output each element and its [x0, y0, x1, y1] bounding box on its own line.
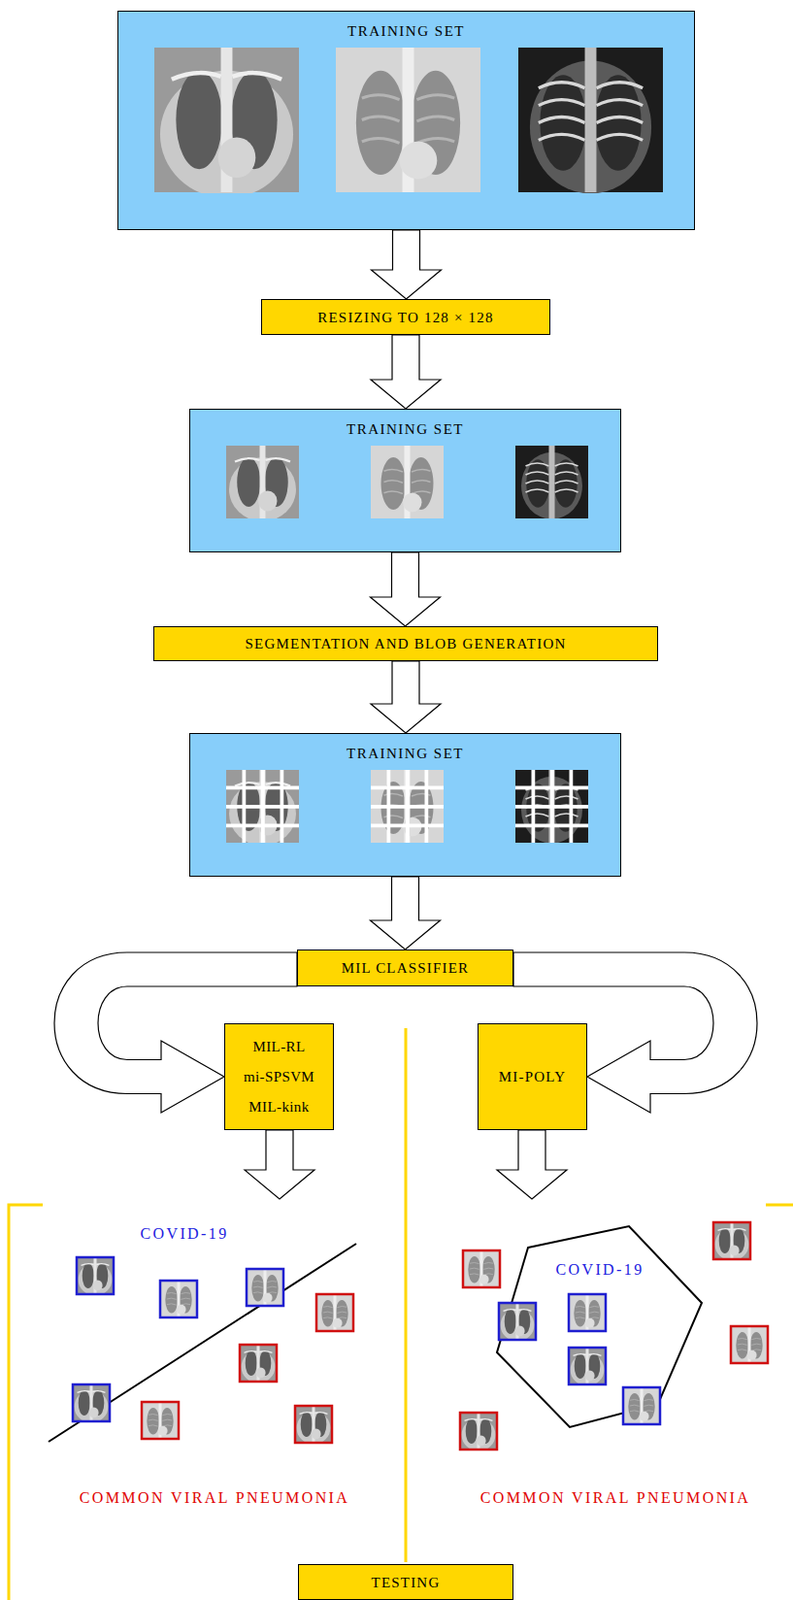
bracket-line	[8, 1204, 43, 1600]
class-label: COVID-19	[139, 1223, 229, 1244]
xray-images	[118, 11, 696, 232]
block-arrow	[370, 334, 441, 409]
node-text: TESTING	[371, 1573, 441, 1591]
node-text: MIL CLASSIFIER	[341, 958, 470, 977]
node-text: RESIZING TO 128 × 128	[317, 308, 494, 327]
output-arrow	[496, 1129, 567, 1199]
node-text: TRAINING SET	[346, 420, 464, 438]
node-text: SEGMENTATION AND BLOB GENERATION	[245, 634, 567, 653]
dataset-panel: TRAINING SET	[117, 10, 695, 231]
process-box: MIL CLASSIFIER	[297, 949, 514, 987]
block-arrow	[370, 660, 441, 733]
dataset-panel: TRAINING SET	[189, 408, 622, 553]
covid-thumbnail	[72, 1256, 284, 1423]
output-arrow	[244, 1129, 315, 1199]
node-text: MI-POLY	[498, 1067, 566, 1086]
process-box: SEGMENTATION AND BLOB GENERATION	[153, 626, 659, 661]
covid-thumbnail	[498, 1293, 661, 1424]
class-label: COMMON VIRAL PNEUMONIA	[79, 1487, 351, 1508]
process-box: TESTING	[297, 1563, 514, 1600]
dataset-panel: TRAINING SET	[189, 732, 622, 877]
node-text: mi-SPSVM	[243, 1067, 315, 1086]
pneumonia-thumbnail	[141, 1293, 354, 1445]
pneumonia-thumbnail	[460, 1222, 768, 1452]
node-text: TRAINING SET	[347, 22, 465, 40]
divider-line	[404, 1027, 408, 1562]
node-text: MIL-RL	[252, 1037, 305, 1056]
class-label: COMMON VIRAL PNEUMONIA	[480, 1487, 752, 1508]
method-box: MI-POLY	[477, 1023, 588, 1130]
method-box: MIL-RL mi-SPSVM MIL-kink	[224, 1023, 334, 1130]
block-arrow	[370, 876, 441, 950]
class-label: COVID-19	[555, 1259, 644, 1280]
block-arrow	[370, 552, 441, 627]
process-box: RESIZING TO 128 × 128	[261, 298, 551, 335]
polyhedral-region	[496, 1225, 702, 1427]
node-text: MIL-kink	[248, 1097, 309, 1116]
node-text: TRAINING SET	[346, 744, 464, 762]
block-arrow	[371, 230, 442, 299]
bracket-line	[765, 1203, 793, 1207]
